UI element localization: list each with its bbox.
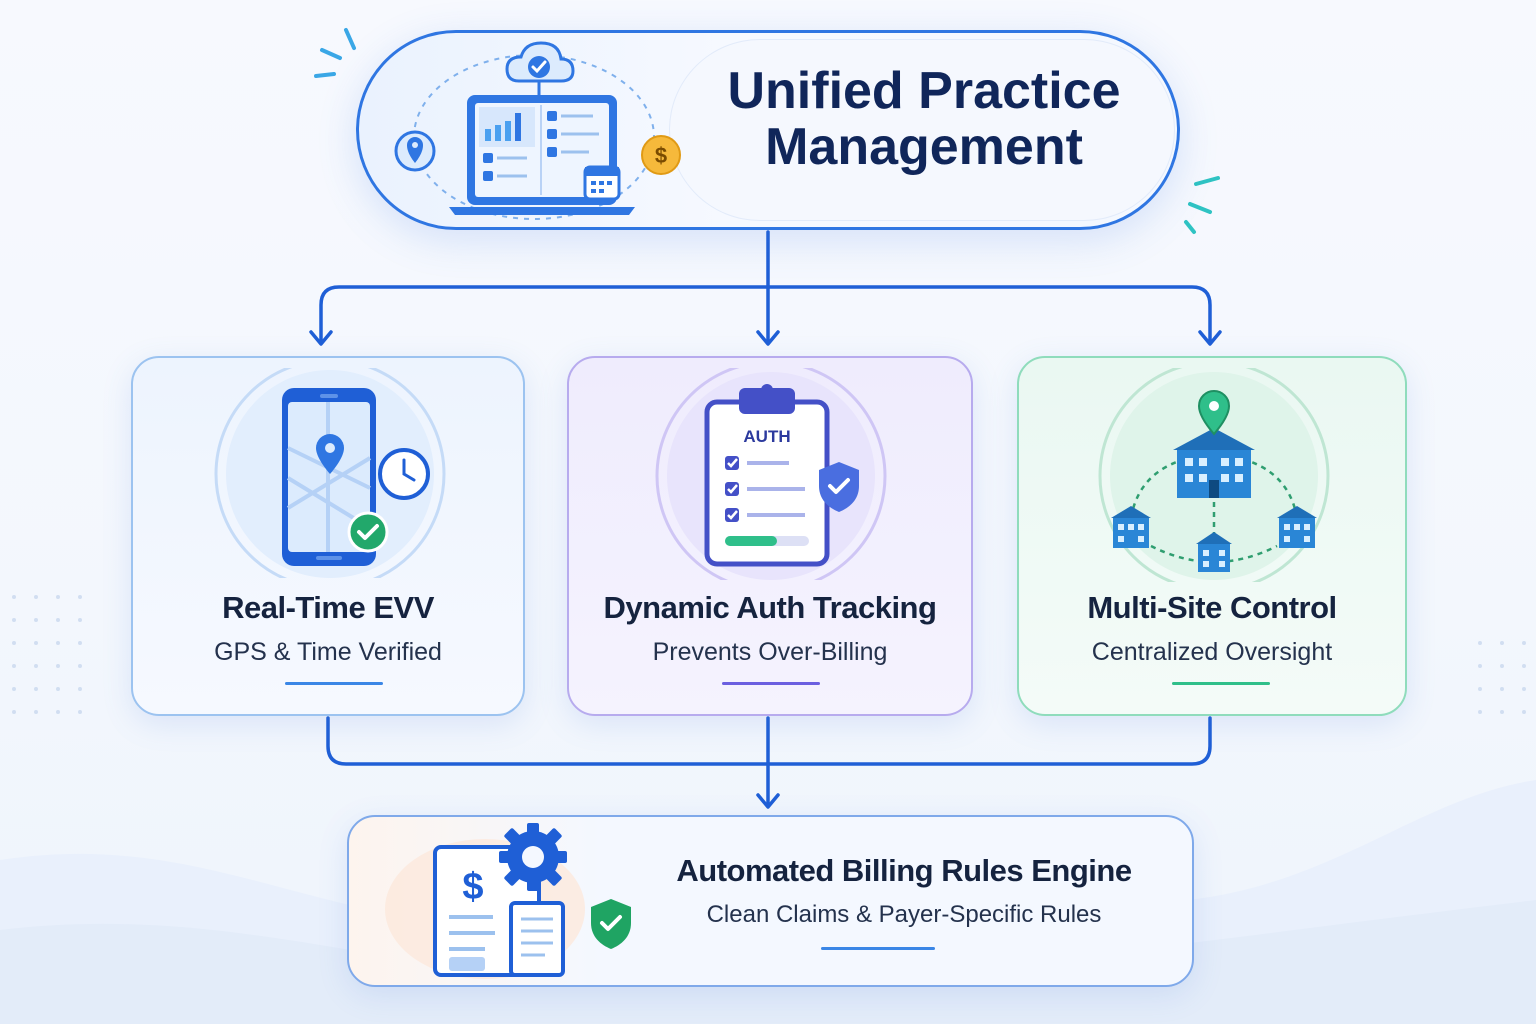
location-pin-icon: [1197, 390, 1231, 436]
clock-icon: [378, 448, 430, 500]
branch-line: [319, 285, 1212, 342]
check-badge-icon: [347, 511, 389, 553]
svg-text:$: $: [462, 866, 483, 908]
feature-subtitle: Prevents Over-Billing: [652, 638, 888, 666]
feature-card-multisite: Multi-Site Control Centralized Oversight: [1017, 356, 1407, 716]
feature-subtitle: Centralized Oversight: [1091, 638, 1333, 666]
accent-rule: [1172, 682, 1270, 685]
hub-title-line2: Management: [765, 118, 1083, 176]
feature-title: Real-Time EVV: [222, 590, 434, 625]
branch-building-icon: [1111, 506, 1151, 548]
arrow-engine: [756, 793, 780, 809]
gear-icon: [499, 823, 567, 891]
cloud-check-icon: [505, 41, 575, 95]
arrow-right: [1198, 330, 1222, 346]
sparkle-left: [314, 28, 356, 78]
dollar-coin-icon: $: [641, 135, 681, 175]
hub-title-pill: [669, 39, 1175, 221]
arrow-left: [309, 330, 333, 346]
clipboard-checklist-icon: AUTH: [655, 368, 887, 580]
feature-title: Dynamic Auth Tracking: [603, 590, 937, 625]
invoice-dollar-icon: $: [385, 823, 631, 979]
branch-building-icon: [1277, 506, 1317, 548]
feature-card-auth: AUTH Dynamic Auth Tracking Prevents Over…: [567, 356, 973, 716]
engine-subtitle: Clean Claims & Payer-Specific Rules: [706, 901, 1102, 928]
main-building-icon: [1173, 428, 1255, 498]
svg-text:$: $: [655, 143, 667, 168]
accent-rule: [722, 682, 820, 685]
billing-rules-engine: $ Automated Billing Rules Engine Clean C…: [347, 815, 1194, 987]
calendar-icon: [583, 165, 621, 201]
shield-check-icon: [819, 462, 859, 512]
auth-label: AUTH: [743, 427, 790, 446]
location-pin-icon: [394, 130, 436, 172]
hub-title: Unified Practice Management: [679, 63, 1169, 175]
shield-check-icon: [591, 899, 631, 949]
feature-subtitle: GPS & Time Verified: [214, 638, 442, 666]
feature-card-evv: Real-Time EVV GPS & Time Verified: [131, 356, 525, 716]
sparkle-right: [1184, 176, 1220, 234]
smartphone-map-icon: [214, 368, 446, 578]
accent-rule: [285, 682, 383, 685]
accent-rule: [821, 947, 935, 950]
laptop-dashboard-icon: $: [394, 41, 681, 220]
engine-title: Automated Billing Rules Engine: [676, 853, 1132, 888]
hub-title-line1: Unified Practice: [727, 62, 1121, 120]
feature-title: Multi-Site Control: [1087, 590, 1337, 625]
multi-site-network-icon: [1098, 368, 1330, 582]
arrow-center: [756, 330, 780, 346]
branch-building-icon: [1196, 532, 1232, 572]
unified-practice-hub: $ Unified Practice Management: [356, 30, 1180, 230]
